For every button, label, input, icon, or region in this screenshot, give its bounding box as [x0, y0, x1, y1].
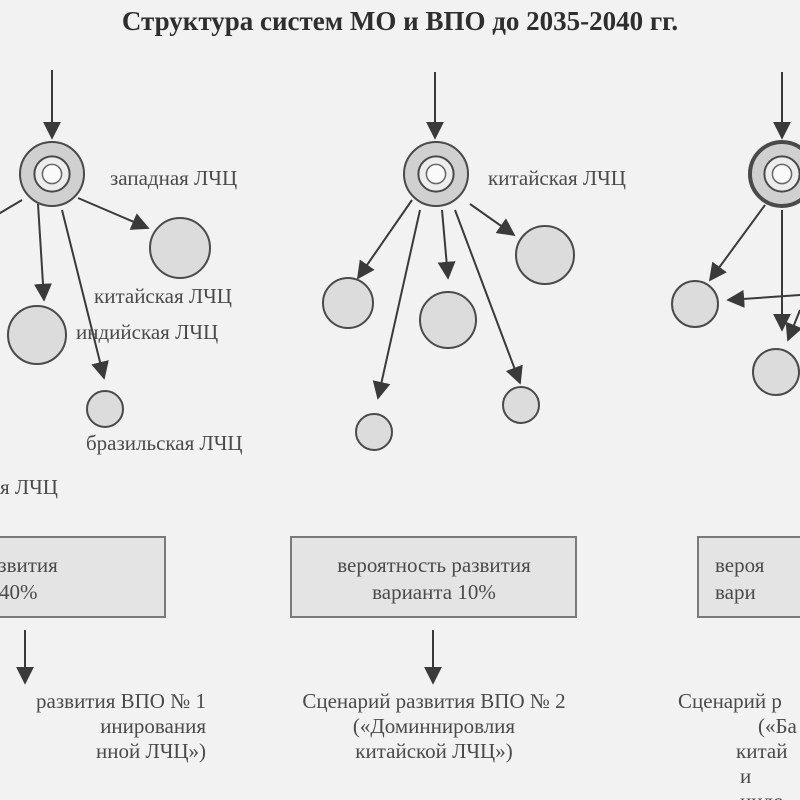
- node-left-s3: [671, 280, 719, 328]
- probability-box-1-line-1: ость развития: [0, 553, 58, 577]
- scenario-3-line-2: («Ба: [758, 714, 797, 738]
- scenario-1-line-2: инирования: [100, 714, 206, 738]
- edge-3-to-left: [708, 204, 766, 282]
- node-center-s3: [752, 348, 800, 396]
- node-brazilian-civ-s1: [86, 390, 124, 428]
- edge-2-to-left-node: [356, 199, 413, 280]
- probability-box-2-line-2: варианта 10%: [372, 580, 496, 604]
- hub-3-civ-core: [771, 163, 793, 185]
- edge-1-offscreen: [0, 199, 23, 215]
- probability-box-1: ость развития анта 40%: [0, 536, 166, 618]
- label-chinese-civ-s2: китайская ЛЧЦ: [488, 166, 626, 190]
- node-center-s2: [419, 291, 477, 349]
- scenario-2-line-1: Сценарий развития ВПО № 2: [302, 689, 566, 713]
- scenario-2-text: Сценарий развития ВПО № 2 («Доминнировли…: [264, 689, 604, 764]
- node-chinese-civ-s1: [149, 217, 211, 279]
- probability-box-3-line-1: вероя: [715, 553, 765, 577]
- edge-2-to-bottom-right: [454, 209, 523, 385]
- edge-1-to-indian: [34, 203, 52, 302]
- probability-box-3-line-2: вари: [715, 580, 756, 604]
- probability-box-2: вероятность развития варианта 10%: [290, 536, 577, 618]
- label-indian-civ-s1: индийская ЛЧЦ: [76, 320, 219, 344]
- node-indian-civ-s1: [7, 305, 67, 365]
- node-right-s2: [515, 225, 575, 285]
- probability-box-3: вероя вари: [697, 536, 800, 618]
- edge-2-to-bottom-left: [372, 209, 421, 400]
- hub-western-civ-core: [41, 163, 63, 185]
- edge-2-to-center-node: [437, 209, 456, 280]
- hub-chinese-civ-core: [425, 163, 447, 185]
- probability-box-2-line-1: вероятность развития: [337, 553, 531, 577]
- edge-1-to-chinese: [77, 197, 150, 230]
- node-bottom-right-s2: [502, 386, 540, 424]
- edge-1-to-brazilian: [61, 209, 109, 380]
- scenario-2-line-2: («Доминнировлия: [352, 714, 516, 738]
- label-chinese-civ-s1: китайская ЛЧЦ: [94, 284, 232, 308]
- scenario-3-text: Сценарий р («Ба китай и индо: [678, 689, 800, 800]
- label-western-civ-s1: западная ЛЧЦ: [110, 166, 238, 190]
- scenario-3-line-1: Сценарий р: [678, 689, 782, 713]
- scenario-1-text: развития ВПО № 1 инирования нной ЛЧЦ»): [0, 689, 206, 764]
- scenario-1-line-3: нной ЛЧЦ»): [95, 739, 206, 763]
- edge-3-incoming-center: [785, 309, 800, 342]
- diagram-title: Структура систем МО и ВПО до 2035-2040 г…: [121, 6, 679, 36]
- scenario-3-line-3: китай: [736, 739, 788, 763]
- node-left-s2: [322, 277, 374, 329]
- label-brazilian-civ-s1: бразильская ЛЧЦ: [86, 431, 243, 455]
- label-partial-civ-s1: я ЛЧЦ: [0, 475, 58, 499]
- scenario-3-line-4: и индо: [740, 764, 784, 800]
- scenario-1-line-1: развития ВПО № 1: [36, 689, 206, 713]
- scenario-2-line-3: китайской ЛЧЦ»): [355, 739, 513, 763]
- edge-2-to-right-node: [469, 203, 516, 237]
- edge-3-incoming-left: [726, 289, 800, 308]
- node-bottom-left-s2: [355, 413, 393, 451]
- probability-box-1-line-2: анта 40%: [0, 580, 38, 604]
